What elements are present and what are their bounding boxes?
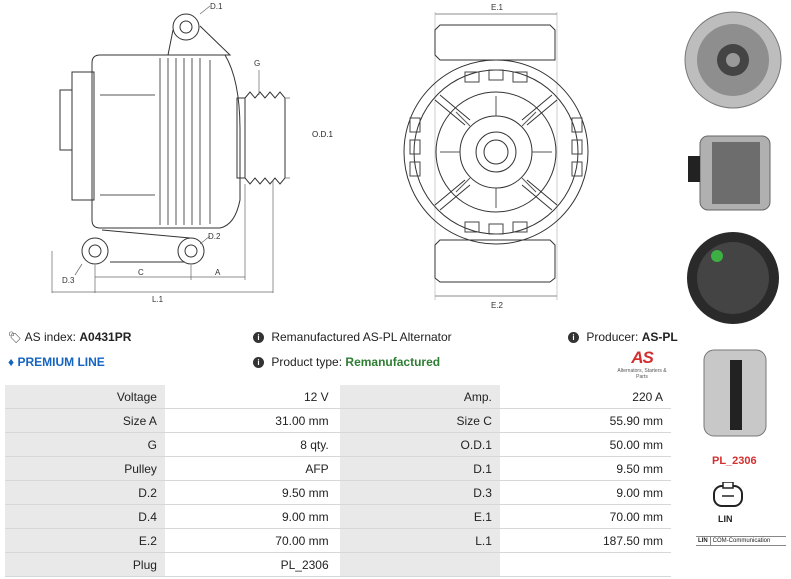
producer: i Producer: AS-PL: [568, 330, 678, 344]
spec-key: G: [5, 432, 165, 457]
label-e2: E.2: [491, 301, 504, 310]
spec-key: D.3: [340, 480, 500, 505]
description-text: Remanufactured AS-PL Alternator: [271, 330, 452, 344]
spec-key: D.1: [340, 456, 500, 481]
connector-label: LIN: [718, 514, 733, 524]
gap: [336, 528, 341, 553]
spec-key: L.1: [340, 528, 500, 553]
gap: [336, 456, 341, 481]
spec-key: [340, 552, 500, 577]
info-icon: i: [253, 332, 264, 344]
gap: [336, 432, 341, 457]
diamond-icon: ♦: [8, 355, 15, 369]
spec-value: 9.00 mm: [164, 504, 337, 529]
pin-description: COM-Communication: [712, 538, 771, 544]
gap: [336, 480, 341, 505]
spec-value: 9.50 mm: [499, 456, 671, 481]
label-a: A: [215, 268, 221, 277]
label-d2: D.2: [208, 232, 221, 241]
premium-line-label: PREMIUM LINE: [17, 355, 105, 369]
info-icon: i: [253, 357, 264, 369]
spec-value: PL_2306: [164, 552, 337, 577]
spec-key: O.D.1: [340, 432, 500, 457]
spec-value: 70.00 mm: [499, 504, 671, 529]
label-od1: O.D.1: [312, 130, 333, 139]
label-g: G: [254, 59, 260, 68]
product-photo-front: [682, 2, 784, 120]
spec-key: Size C: [340, 408, 500, 433]
info-icon: i: [568, 332, 579, 344]
spec-value: 70.00 mm: [164, 528, 337, 553]
product-photo-rear: [682, 226, 784, 336]
gap: [336, 552, 341, 577]
connector-pin-table: LIN COM-Communication: [696, 536, 786, 546]
spec-value: 220 A: [499, 385, 671, 409]
spec-key: D.4: [5, 504, 165, 529]
front-view-drawing: E.1 E.2: [403, 3, 589, 310]
pin-name: LIN: [696, 537, 711, 545]
spec-value: 31.00 mm: [164, 408, 337, 433]
spec-key: Pulley: [5, 456, 165, 481]
spec-value: 12 V: [164, 385, 337, 409]
description: i Remanufactured AS-PL Alternator: [253, 330, 452, 344]
spec-value: [499, 552, 671, 577]
product-type: i Product type: Remanufactured: [253, 355, 440, 369]
spec-key: D.2: [5, 480, 165, 505]
label-c: C: [138, 268, 144, 277]
label-d1: D.1: [210, 2, 223, 11]
as-pl-logo: AS Alternators, Starters & Parts: [612, 348, 672, 380]
spec-key: Plug: [5, 552, 165, 577]
as-index: 🏷︎ AS index: A0431PR: [8, 330, 131, 344]
as-index-value: A0431PR: [79, 330, 132, 344]
label-d3: D.3: [62, 276, 75, 285]
tag-icon: 🏷︎: [8, 332, 22, 344]
gap: [336, 408, 341, 433]
spec-value: 55.90 mm: [499, 408, 671, 433]
spec-value: AFP: [164, 456, 337, 481]
spec-value: 8 qty.: [164, 432, 337, 457]
spec-value: 187.50 mm: [499, 528, 671, 553]
spec-key: E.2: [5, 528, 165, 553]
spec-key: Amp.: [340, 385, 500, 409]
side-view-drawing: D.1 G D.2 D.3 C A L.1: [51, 2, 290, 304]
product-type-label: Product type:: [271, 355, 343, 369]
logo-mark: AS: [631, 348, 654, 367]
spec-key: Size A: [5, 408, 165, 433]
gap: [336, 385, 341, 409]
spec-key: E.1: [340, 504, 500, 529]
connector-icon: [713, 482, 743, 507]
product-photo-side: [682, 122, 784, 222]
premium-line: ♦ PREMIUM LINE: [8, 355, 105, 369]
gap: [336, 504, 341, 529]
producer-label: Producer:: [586, 330, 639, 344]
plug-code: PL_2306: [712, 455, 757, 467]
label-l1: L.1: [152, 295, 164, 304]
product-photo-angle: [682, 340, 784, 445]
product-type-value: Remanufactured: [345, 355, 441, 369]
spec-value: 50.00 mm: [499, 432, 671, 457]
logo-tagline: Alternators, Starters & Parts: [617, 368, 667, 380]
as-index-label: AS index:: [24, 330, 77, 344]
spec-key: Voltage: [5, 385, 165, 409]
spec-value: 9.00 mm: [499, 480, 671, 505]
label-e1: E.1: [491, 3, 504, 12]
producer-value: AS-PL: [641, 330, 678, 344]
spec-value: 9.50 mm: [164, 480, 337, 505]
